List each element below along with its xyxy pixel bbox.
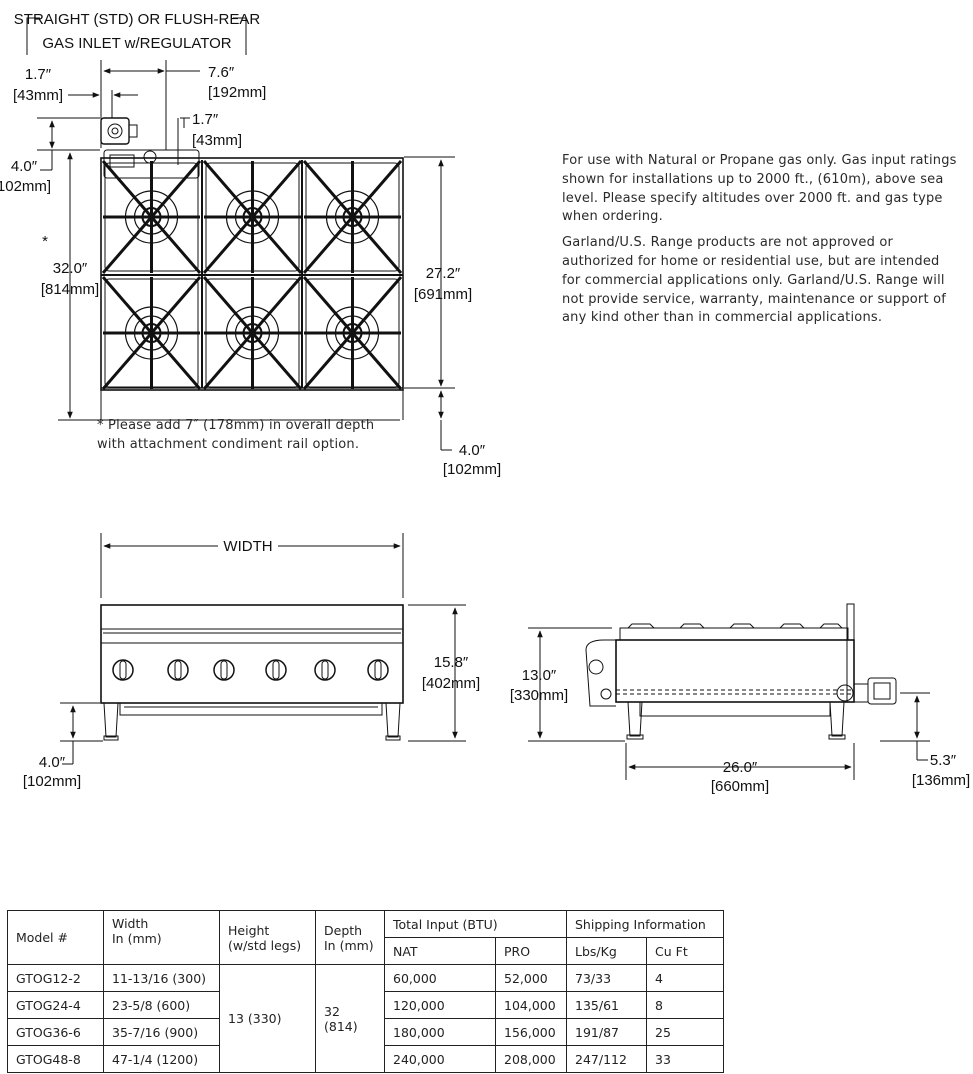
cell-lbs: 247/112 <box>566 1045 647 1073</box>
cell-lbs: 73/33 <box>566 964 647 992</box>
inlet-offset-in: 5.3″ <box>930 752 957 769</box>
front-height-in: 15.8″ <box>434 654 469 671</box>
cell-width: 11-13/16 (300) <box>103 964 220 992</box>
header-cuft: Cu Ft <box>646 937 724 965</box>
header-lbs: Lbs/Kg <box>566 937 647 965</box>
dim-c-mm: [43mm] <box>192 132 242 149</box>
front-view <box>60 533 466 765</box>
dim-a-in: 1.7″ <box>25 66 52 83</box>
leg-height-mm: [102mm] <box>23 773 81 790</box>
inlet-label-line1: STRAIGHT (STD) OR FLUSH-REAR <box>14 11 261 28</box>
gas-notes: For use with Natural or Propane gas only… <box>562 152 962 328</box>
cell-cuft: 25 <box>646 1018 724 1046</box>
dim-f-mm: [691mm] <box>414 286 472 303</box>
inlet-label-line2: GAS INLET w/REGULATOR <box>42 35 231 52</box>
dim-d-in: 4.0″ <box>11 158 38 175</box>
table-row: GTOG24-4 23-5/8 (600) 120,000 104,000 13… <box>7 991 724 1019</box>
star-mark: * <box>42 233 48 250</box>
table-row: GTOG48-8 47-1/4 (1200) 240,000 208,000 2… <box>7 1045 724 1073</box>
control-knob <box>314 659 336 681</box>
header-shipping: Shipping Information <box>566 910 724 938</box>
side-height-mm: [330mm] <box>510 687 568 704</box>
header-model: Model # <box>7 910 104 965</box>
cell-nat: 240,000 <box>384 1045 496 1073</box>
cell-height: 13 (330) <box>219 964 316 1073</box>
control-knob <box>213 659 235 681</box>
cell-nat: 180,000 <box>384 1018 496 1046</box>
cell-cuft: 8 <box>646 991 724 1019</box>
inlet-offset-mm: [136mm] <box>912 772 970 789</box>
cell-cuft: 33 <box>646 1045 724 1073</box>
cell-pro: 156,000 <box>495 1018 567 1046</box>
cell-model: GTOG12-2 <box>7 964 104 992</box>
cell-lbs: 191/87 <box>566 1018 647 1046</box>
dim-e-mm: [814mm] <box>41 281 99 298</box>
dim-b-mm: [192mm] <box>208 84 266 101</box>
control-knob <box>167 659 189 681</box>
top-view-labels: STRAIGHT (STD) OR FLUSH-REAR GAS INLET w… <box>0 11 501 478</box>
side-height-in: 13.0″ <box>522 667 557 684</box>
condiment-rail-note: * Please add 7″ (178mm) in overall depth… <box>97 417 397 455</box>
header-nat: NAT <box>384 937 496 965</box>
dim-a-mm: [43mm] <box>13 87 63 104</box>
cell-cuft: 4 <box>646 964 724 992</box>
control-knob <box>265 659 287 681</box>
condiment-rail-note-text: * Please add 7″ (178mm) in overall depth… <box>97 418 375 452</box>
gas-note-2: Garland/U.S. Range products are not appr… <box>562 235 947 326</box>
control-knobs <box>112 659 389 681</box>
header-total-input: Total Input (BTU) <box>384 910 567 938</box>
gas-note-1: For use with Natural or Propane gas only… <box>562 153 957 225</box>
header-pro: PRO <box>495 937 567 965</box>
burner-grate <box>202 276 303 390</box>
cell-pro: 208,000 <box>495 1045 567 1073</box>
control-knob <box>367 659 389 681</box>
cell-width: 23-5/8 (600) <box>103 991 220 1019</box>
burner-grate <box>302 160 403 274</box>
dim-b-in: 7.6″ <box>208 64 235 81</box>
cell-nat: 120,000 <box>384 991 496 1019</box>
cell-model: GTOG36-6 <box>7 1018 104 1046</box>
front-view-labels: WIDTH 15.8″ [402mm] 4.0″ [102mm] <box>23 538 480 790</box>
top-view <box>26 17 455 451</box>
burner-grate <box>101 276 202 390</box>
cell-nat: 60,000 <box>384 964 496 992</box>
burner-grate <box>101 160 202 274</box>
cell-model: GTOG24-4 <box>7 991 104 1019</box>
table-row: GTOG12-2 11-13/16 (300) 13 (330) 32 (814… <box>7 964 724 1073</box>
cell-lbs: 135/61 <box>566 991 647 1019</box>
front-height-mm: [402mm] <box>422 675 480 692</box>
dim-f-in: 27.2″ <box>426 265 461 282</box>
cell-pro: 104,000 <box>495 991 567 1019</box>
dim-g-in: 4.0″ <box>459 442 486 459</box>
grates <box>101 160 403 390</box>
burner-grate <box>302 276 403 390</box>
dim-e-in: 32.0″ <box>53 260 88 277</box>
header-height: Height(w/std legs) <box>219 910 316 965</box>
side-view <box>528 603 930 780</box>
dim-c-in: 1.7″ <box>192 111 219 128</box>
control-knob <box>112 659 134 681</box>
dim-g-mm: [102mm] <box>443 461 501 478</box>
side-depth-mm: [660mm] <box>711 778 769 795</box>
cell-pro: 52,000 <box>495 964 567 992</box>
dim-d-mm: 102mm] <box>0 178 51 195</box>
cell-model: GTOG48-8 <box>7 1045 104 1073</box>
burner-grate <box>202 160 303 274</box>
side-depth-in: 26.0″ <box>723 759 758 776</box>
cell-width: 35-7/16 (900) <box>103 1018 220 1046</box>
side-view-labels: 13.0″ [330mm] 26.0″ [660mm] 5.3″ [136mm] <box>510 667 970 795</box>
width-label: WIDTH <box>223 538 272 555</box>
cell-depth: 32 (814) <box>315 964 385 1073</box>
cell-width: 47-1/4 (1200) <box>103 1045 220 1073</box>
leg-height-in: 4.0″ <box>39 754 66 771</box>
